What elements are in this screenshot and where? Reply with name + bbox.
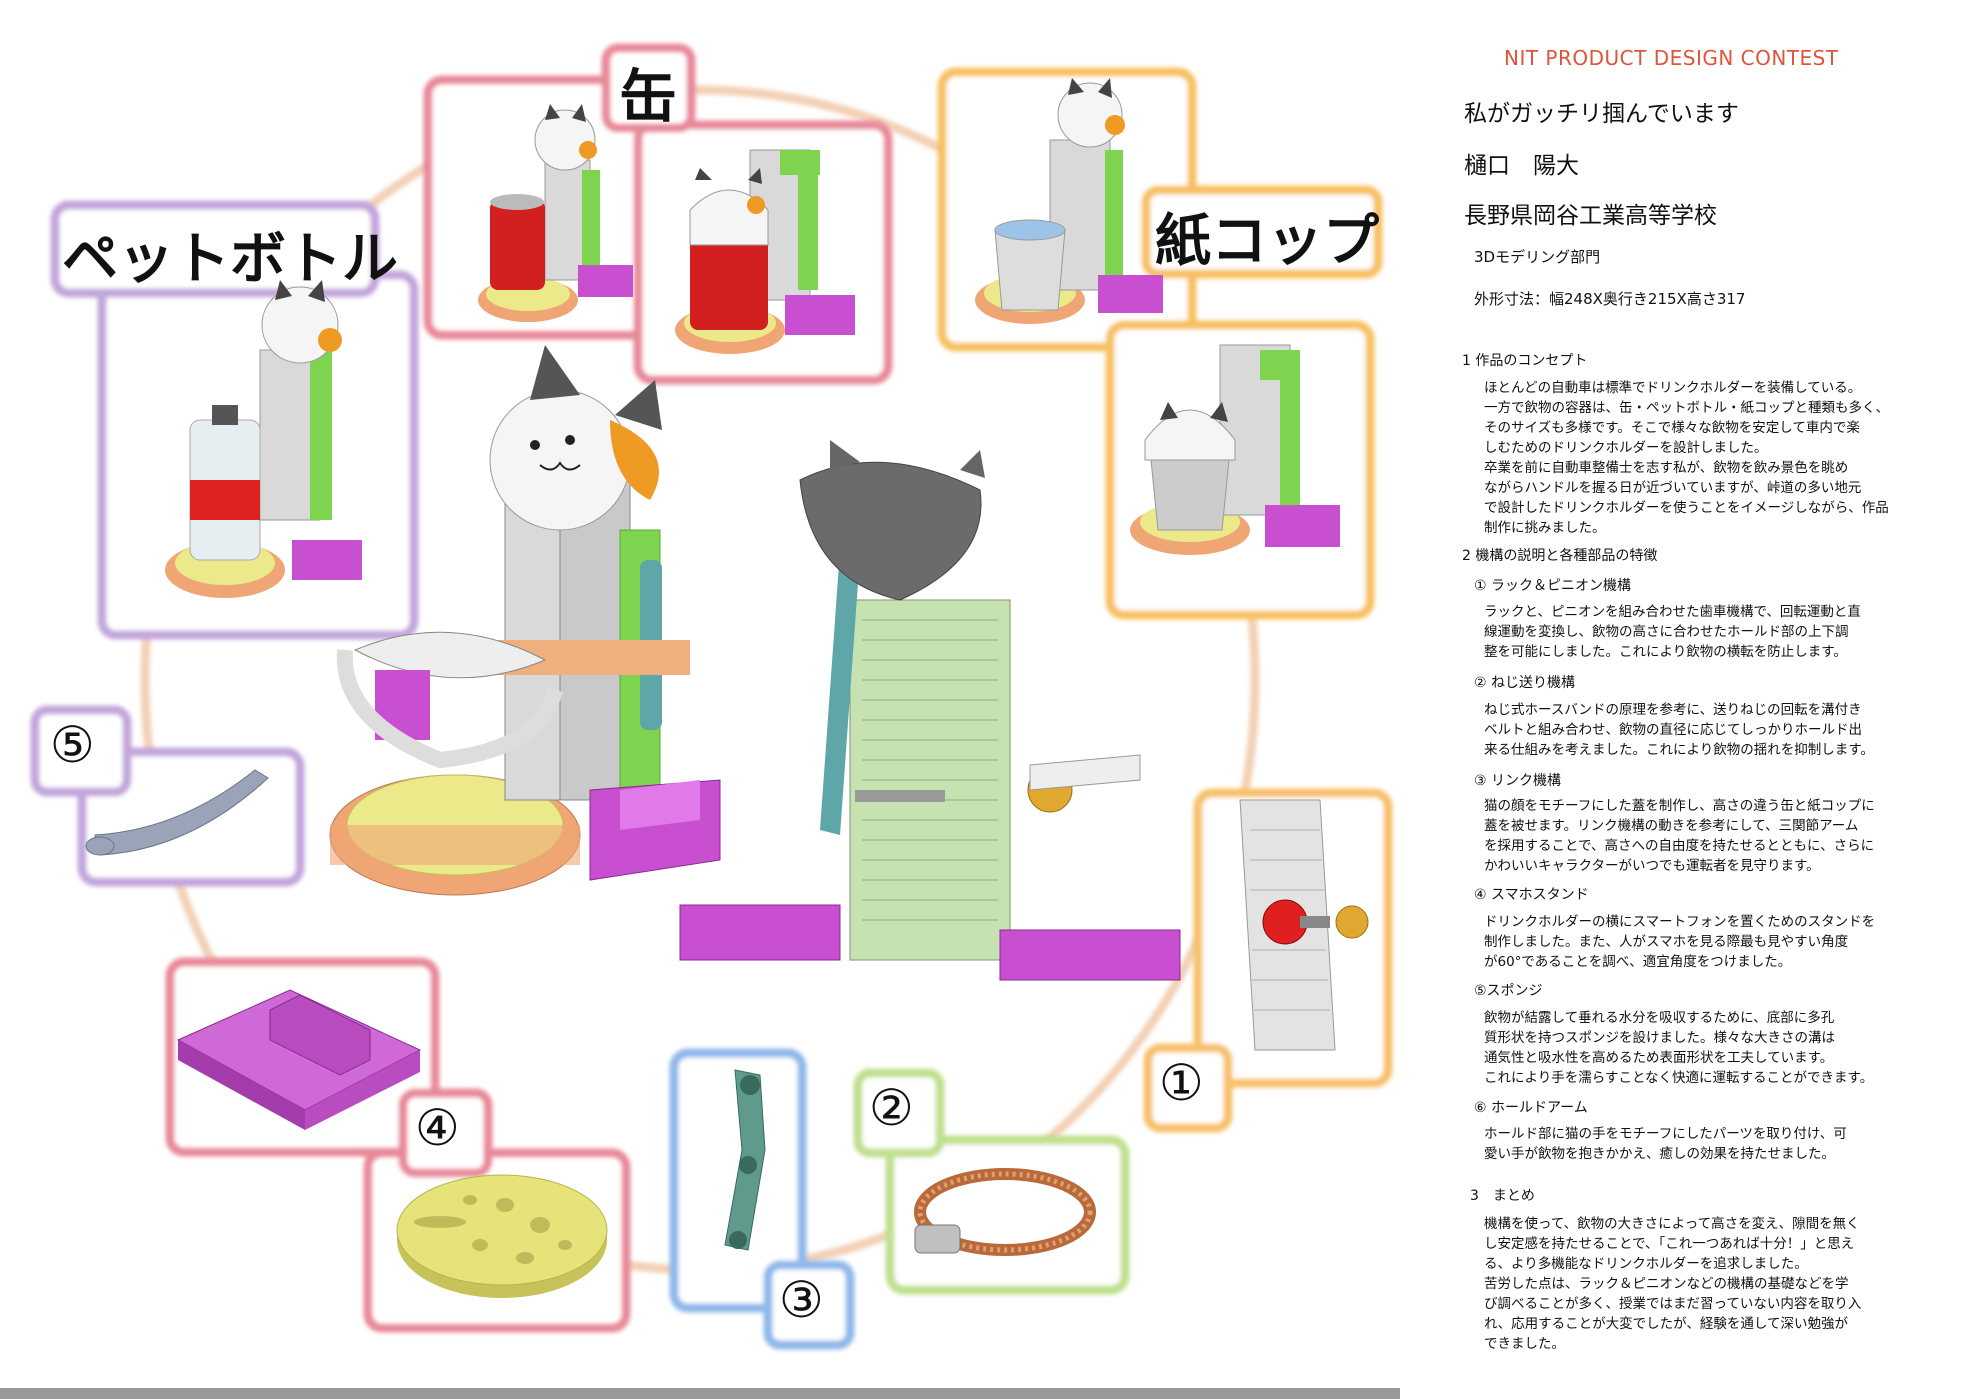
assembly-illustration — [30, 43, 1393, 1350]
can-assembly-1 — [478, 104, 633, 322]
section-body: 飲物が結露して垂れる水分を吸収するために、底部に多孔質形状を持つスポンジを設けま… — [1484, 1010, 1874, 1086]
cup-assembly-1 — [975, 78, 1163, 324]
frame-num-4 — [398, 1088, 493, 1178]
school-name: 長野県岡谷工業高等学校 — [1464, 203, 1717, 229]
part-sponge — [396, 1174, 608, 1298]
label-num-2: ② — [869, 1079, 914, 1137]
cup-assembly-2 — [1130, 344, 1340, 555]
section-body: 猫の顔をモチーフにした蓋を制作し、高さの違う缶と紙コップに蓋を被せます。リンク機… — [1484, 798, 1875, 874]
description-panel: NIT PRODUCT DESIGN CONTEST 私がガッチリ掴んでいます … — [1400, 0, 1980, 1399]
part-hold-arm — [85, 769, 269, 856]
pet-bottle-assembly — [165, 280, 362, 598]
frame-num-2 — [853, 1068, 945, 1158]
author-name: 樋口 陽大 — [1464, 153, 1579, 179]
label-paper-cup: 紙コップ — [1155, 209, 1379, 274]
section-heading: 1 作品のコンセプト — [1462, 353, 1588, 369]
section-heading: 2 機構の説明と各種部品の特徴 — [1462, 548, 1658, 564]
part-rack — [1239, 799, 1369, 1051]
section-subheading: ④ スマホスタンド — [1474, 887, 1589, 903]
center-assembly — [329, 345, 721, 896]
section-body: ホールド部に猫の手をモチーフにしたパーツを取り付け、可愛い手が飲物を抱きかかえ、… — [1484, 1126, 1847, 1162]
section-body: ドリンクホルダーの横にスマートフォンを置くためのスタンドを制作しました。また、人… — [1484, 914, 1876, 970]
part-link-arm — [724, 1069, 766, 1251]
frame-can-label — [601, 43, 696, 133]
frame-num-1 — [1143, 1043, 1233, 1133]
part-hose-band — [914, 1168, 1096, 1256]
section-subheading: ② ねじ送り機構 — [1474, 675, 1576, 691]
part-phone-stand — [176, 989, 422, 1130]
rack-assembly — [679, 440, 1181, 981]
label-can: 缶 — [619, 63, 678, 131]
category: 3Dモデリング部門 — [1474, 248, 1601, 266]
label-num-3: ③ — [779, 1271, 824, 1329]
work-title: 私がガッチリ掴んでいます — [1464, 101, 1739, 127]
dimensions: 外形寸法：幅248X奥行き215X高さ317 — [1474, 290, 1746, 308]
section-subheading: ③ リンク機構 — [1474, 773, 1562, 789]
frame-pet-label — [50, 200, 380, 298]
can-assembly-2 — [675, 149, 855, 354]
label-num-1: ① — [1159, 1054, 1204, 1112]
illustration-area: ペットボトル 缶 紙コップ ① ② ③ ④ ⑤ — [30, 43, 1393, 1350]
section-subheading: ⑤スポンジ — [1474, 983, 1543, 999]
bottom-divider — [0, 1388, 1400, 1399]
section-body: ラックと、ピニオンを組み合わせた歯車機構で、回転運動と直線運動を変換し、飲物の高… — [1484, 604, 1861, 660]
label-num-5: ⑤ — [50, 716, 95, 774]
section-body: 機構を使って、飲物の大きさによって高さを変え、隙間を無くし安定感を持たせることで… — [1484, 1216, 1862, 1352]
frame-num-5 — [30, 705, 132, 797]
section-subheading: ① ラック＆ピニオン機構 — [1474, 578, 1632, 594]
section-heading: 3 まとめ — [1470, 1188, 1535, 1204]
frame-num-3 — [763, 1260, 855, 1350]
label-pet-bottle: ペットボトル — [62, 227, 398, 292]
label-num-4: ④ — [415, 1099, 460, 1157]
section-subheading: ⑥ ホールドアーム — [1474, 1100, 1588, 1116]
contest-name: NIT PRODUCT DESIGN CONTEST — [1504, 46, 1839, 70]
section-body: ねじ式ホースバンドの原理を参考に、送りねじの回転を溝付きベルトと組み合わせ、飲物… — [1484, 702, 1874, 758]
frame-cup-label — [1141, 185, 1383, 279]
section-body: ほとんどの自動車は標準でドリンクホルダーを装備している。一方で飲物の容器は、缶・… — [1484, 380, 1889, 536]
